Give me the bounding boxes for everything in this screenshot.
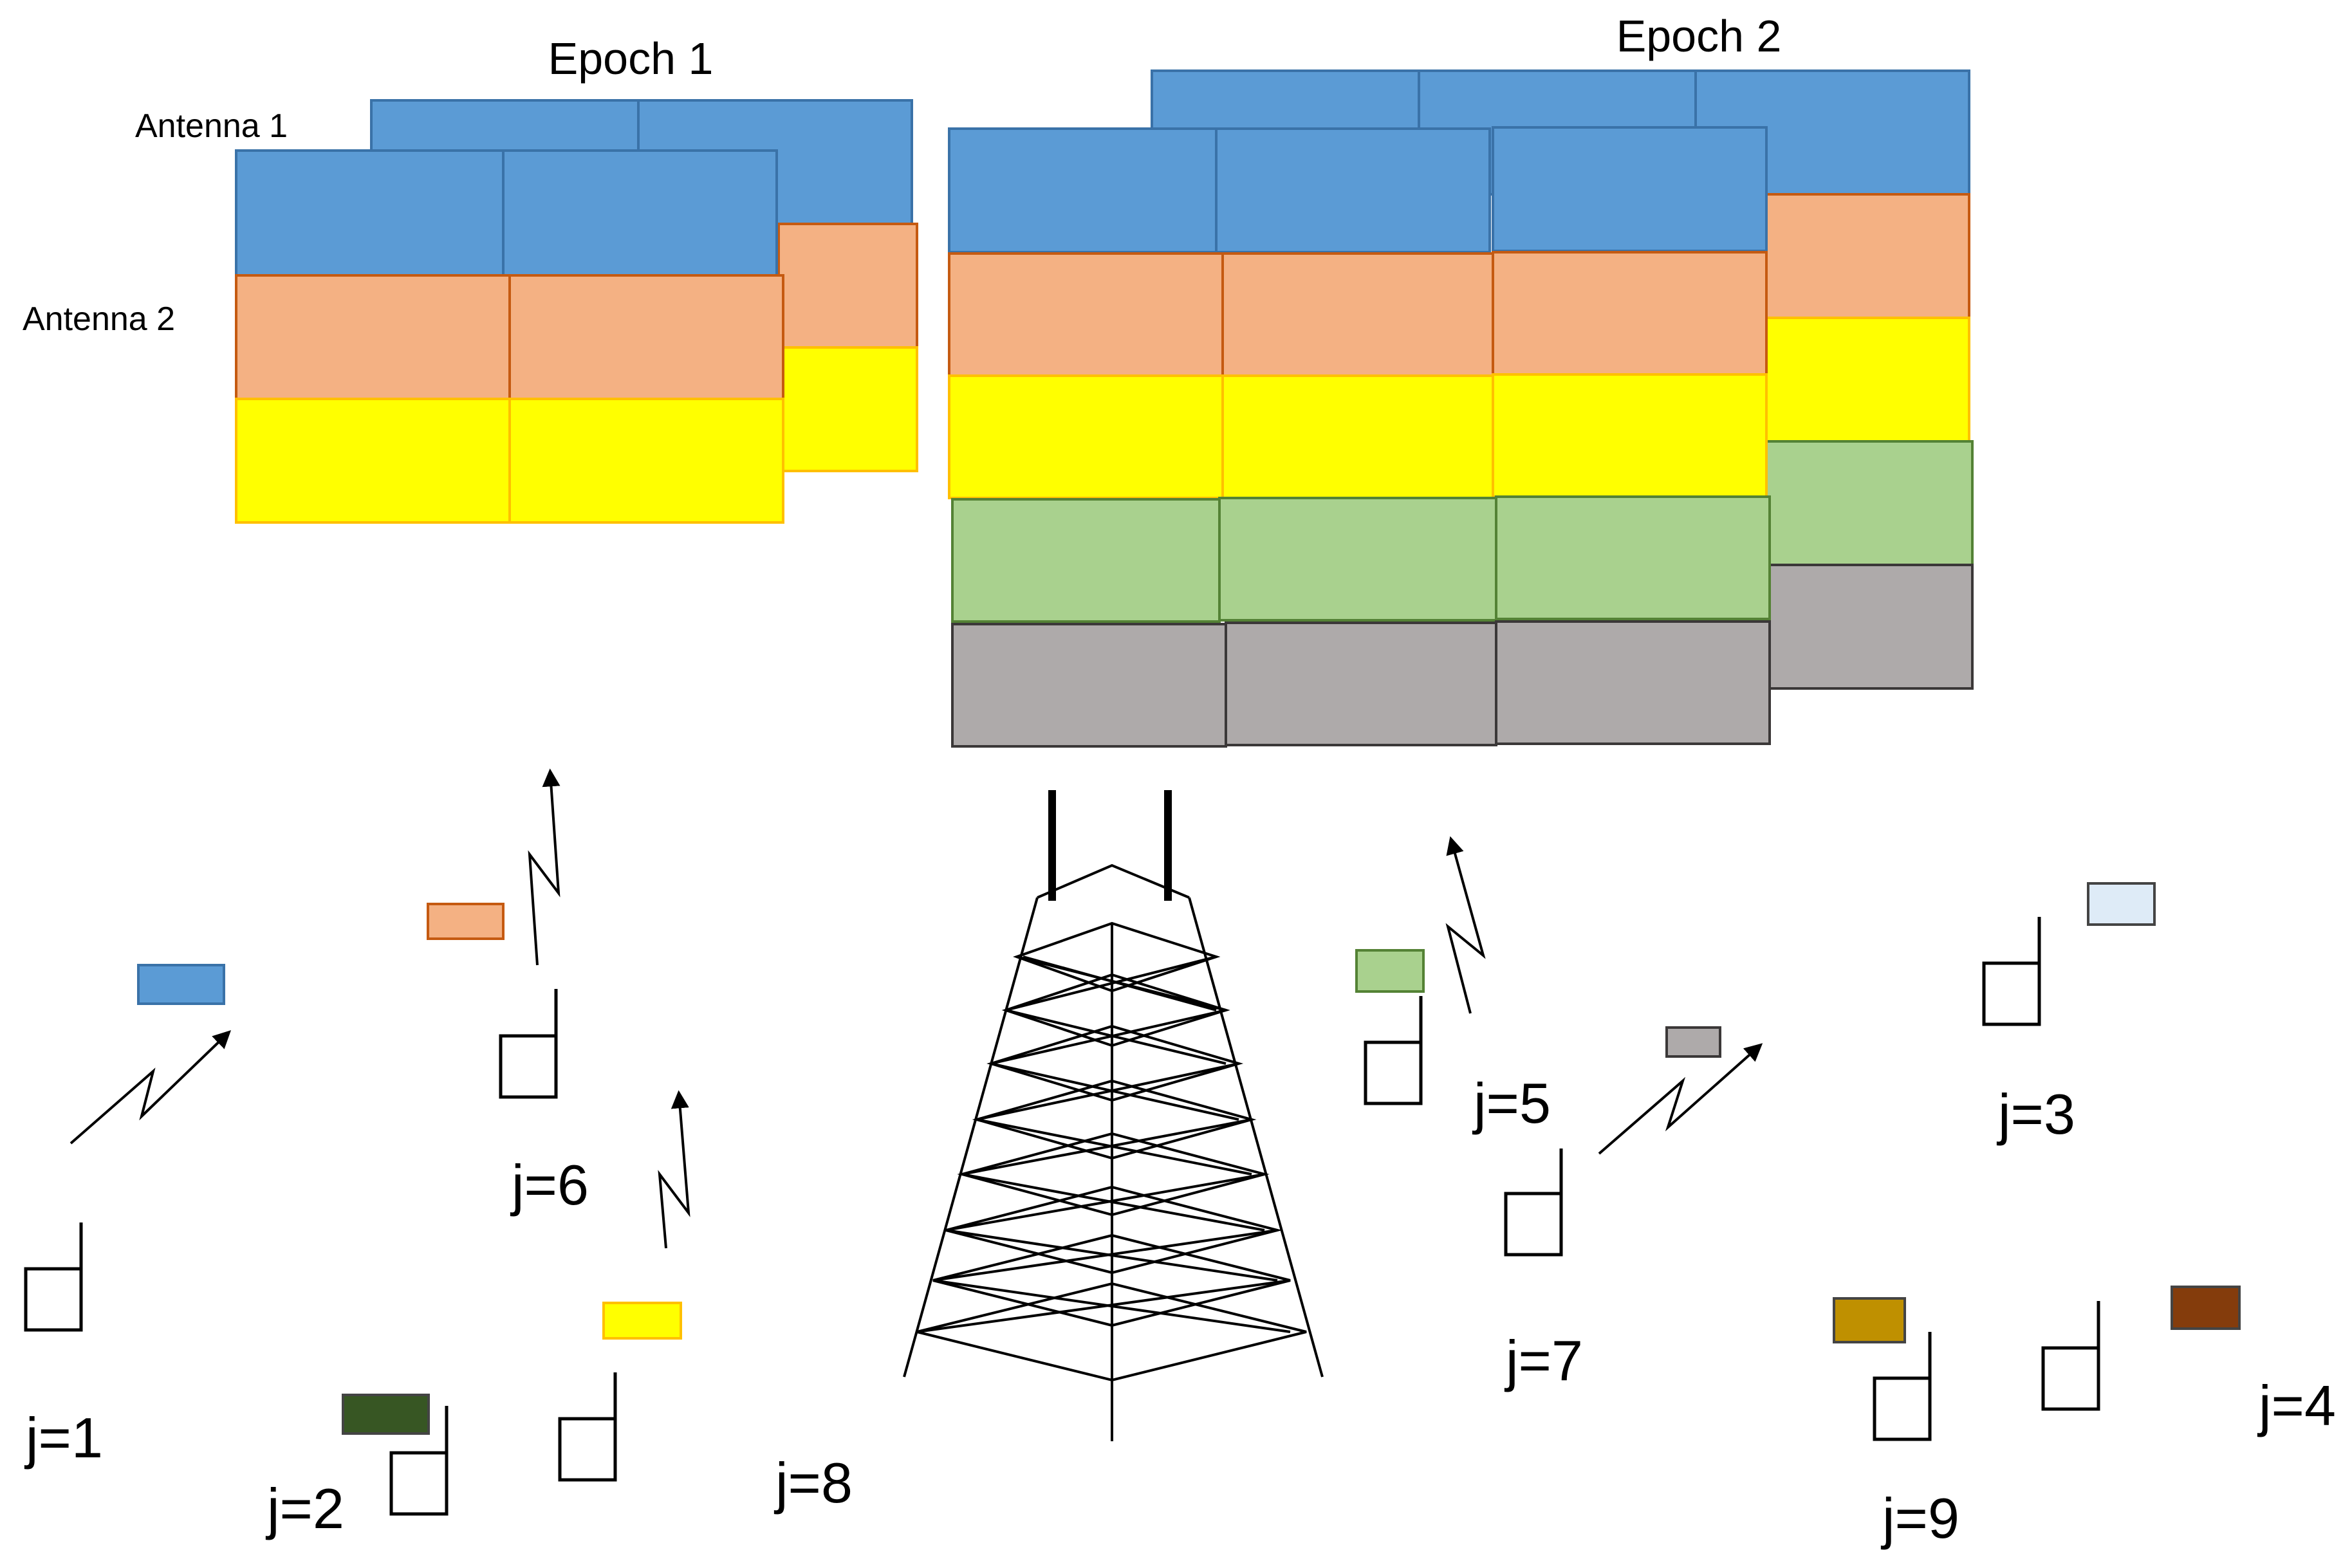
signal-arrow-j7 <box>1598 1043 1763 1155</box>
j2-label: j=2 <box>265 1477 344 1540</box>
j6-resource-chip <box>427 903 505 940</box>
e2-back-cell-orange <box>1765 193 1970 319</box>
j4-label: j=4 <box>2257 1374 2336 1437</box>
signal-arrow-j1 <box>69 1030 232 1145</box>
user-j2: j=2 <box>265 1394 449 1540</box>
user-j5: j=5 <box>1355 949 1551 1135</box>
e1-a2-cell-orange-1 <box>235 274 511 400</box>
e2-front-cell-orange-3 <box>1492 251 1768 376</box>
e2-front-cell-gray-1 <box>951 623 1227 748</box>
base-station-tower-icon <box>903 790 1324 1441</box>
epoch-1-title: Epoch 1 <box>548 33 714 84</box>
j1-resource-chip <box>137 964 225 1005</box>
e2-front-cell-green-1 <box>951 498 1221 623</box>
j4-phone-icon <box>2041 1346 2100 1411</box>
j9-phone-icon <box>1873 1376 1932 1441</box>
j6-phone-icon <box>499 1034 558 1099</box>
j7-label: j=7 <box>1504 1329 1583 1392</box>
user-j7: j=7 <box>1504 1026 1721 1392</box>
e1-a2-cell-blue-1 <box>235 149 505 277</box>
j2-resource-chip <box>342 1394 430 1435</box>
antenna-1-label: Antenna 1 <box>135 107 288 145</box>
j3-resource-chip <box>2087 882 2156 926</box>
j9-resource-chip <box>1833 1297 1906 1343</box>
epoch-2-title: Epoch 2 <box>1616 11 1782 61</box>
e2-back-cell-yellow <box>1765 317 1970 443</box>
user-j3: j=3 <box>1982 882 2156 1146</box>
user-j9: j=9 <box>1833 1297 1959 1550</box>
uplink-signals <box>69 768 1763 1249</box>
e2-front-cell-green-3 <box>1495 495 1771 620</box>
j8-resource-chip <box>602 1302 682 1340</box>
user-j1: j=1 <box>24 964 225 1470</box>
j2-phone-icon <box>389 1451 449 1516</box>
user-j4: j=4 <box>2041 1286 2336 1437</box>
j7-resource-chip <box>1665 1026 1721 1058</box>
epoch-2-resource-grid: Epoch 2 <box>948 11 1974 748</box>
j9-label: j=9 <box>1880 1486 1959 1550</box>
j7-phone-icon <box>1504 1192 1563 1257</box>
j8-label: j=8 <box>773 1451 853 1515</box>
e2-front-cell-yellow-3 <box>1492 373 1768 498</box>
user-j6: j=6 <box>427 903 589 1217</box>
tower-lattice <box>903 863 1324 1441</box>
epoch-1-resource-grid: Epoch 1 Antenna 1 Antenna 2 <box>23 33 918 524</box>
e1-a1-cell-yellow <box>777 346 918 472</box>
e2-front-cell-gray-2 <box>1225 622 1497 746</box>
e2-front-cell-yellow-2 <box>1221 374 1494 499</box>
signal-arrow-j5 <box>1445 836 1486 1014</box>
j5-resource-chip <box>1355 949 1425 993</box>
j6-label: j=6 <box>510 1153 589 1217</box>
e1-a2-cell-orange-2 <box>508 274 784 400</box>
antenna-2-label: Antenna 2 <box>23 300 175 338</box>
epoch-2-front-layer <box>948 126 1771 748</box>
e1-a2-cell-yellow-2 <box>508 398 784 524</box>
signal-arrow-j6 <box>528 768 560 966</box>
user-j8: j=8 <box>558 1302 853 1515</box>
e2-front-cell-orange-1 <box>948 252 1224 377</box>
e2-front-cell-gray-3 <box>1495 620 1771 745</box>
e2-back-cell-gray <box>1765 564 1974 690</box>
j8-phone-icon <box>558 1417 617 1482</box>
e2-front-cell-blue-2 <box>1215 127 1491 254</box>
e1-a1-cell-orange <box>777 223 918 349</box>
j1-label: j=1 <box>24 1406 103 1470</box>
e2-back-cell-green <box>1765 440 1974 566</box>
e2-front-cell-yellow-1 <box>948 374 1224 499</box>
e2-front-cell-blue-3 <box>1492 126 1768 252</box>
j4-resource-chip <box>2171 1286 2241 1330</box>
j5-label: j=5 <box>1472 1071 1551 1135</box>
e2-front-cell-green-2 <box>1218 497 1497 622</box>
e2-front-cell-blue-1 <box>948 127 1218 254</box>
user-equipment-group: j=1 j=2 j=3 j=4 j=5 <box>24 882 2336 1550</box>
e1-a2-cell-blue-2 <box>502 149 778 277</box>
j3-phone-icon <box>1982 961 2041 1026</box>
e2-front-cell-orange-2 <box>1221 252 1494 377</box>
j5-phone-icon <box>1364 1040 1423 1105</box>
j3-label: j=3 <box>1996 1082 2075 1146</box>
epoch-1-antenna-2-layer <box>235 149 784 524</box>
j1-phone-icon <box>24 1267 83 1332</box>
signal-arrow-j8 <box>658 1090 690 1249</box>
e1-a2-cell-yellow-1 <box>235 398 511 524</box>
